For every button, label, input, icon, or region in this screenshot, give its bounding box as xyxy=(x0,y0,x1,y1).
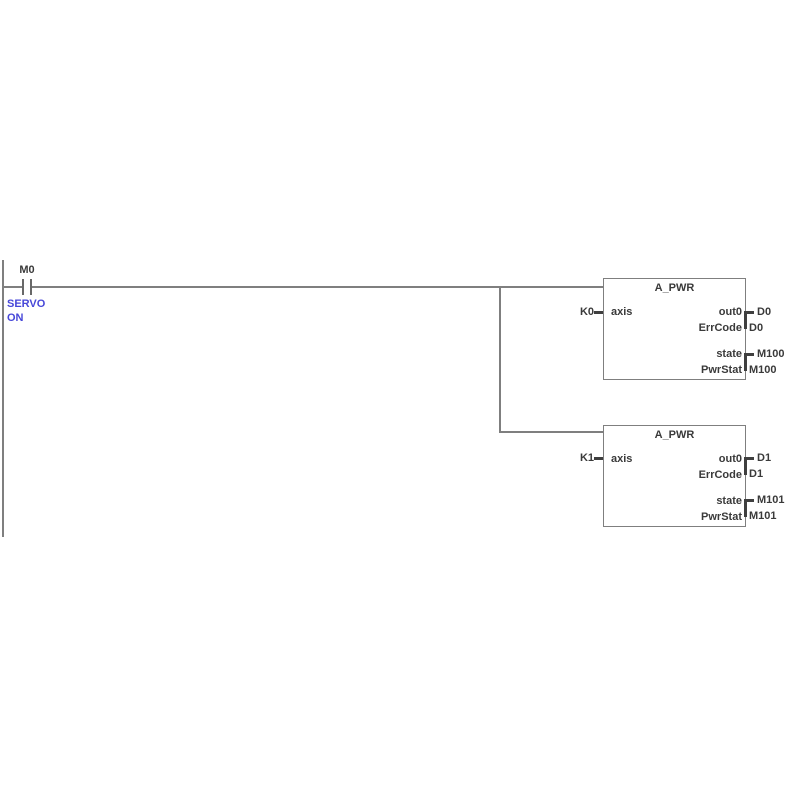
block-title: A_PWR xyxy=(654,429,695,441)
contact-bar-right xyxy=(30,279,32,295)
block-title: A_PWR xyxy=(654,282,695,294)
output-pin-tick xyxy=(745,353,754,356)
pin-label-errcode: ErrCode xyxy=(698,469,742,481)
wire-segment xyxy=(3,286,22,288)
input-operand[interactable]: K1 xyxy=(579,452,594,464)
contact-comment-line2[interactable]: ON xyxy=(7,312,24,324)
contact-bar-left xyxy=(22,279,24,295)
output-operand[interactable]: M101 xyxy=(757,494,785,506)
output-pin-bracket xyxy=(744,499,747,517)
branch-wire-horizontal xyxy=(499,431,603,433)
pin-label-pwrstat: PwrStat xyxy=(701,364,742,376)
function-block-a-pwr-2[interactable]: A_PWR axis out0 ErrCode state PwrStat xyxy=(603,425,746,527)
output-pin-bracket xyxy=(744,457,747,475)
input-operand[interactable]: K0 xyxy=(579,306,594,318)
output-operand[interactable]: D1 xyxy=(749,468,764,480)
function-block-a-pwr-1[interactable]: A_PWR axis out0 ErrCode state PwrStat xyxy=(603,278,746,380)
branch-wire-vertical xyxy=(499,286,501,433)
pin-label-axis: axis xyxy=(611,306,633,318)
pin-label-state: state xyxy=(716,348,742,360)
output-pin-tick xyxy=(745,311,754,314)
output-operand[interactable]: M100 xyxy=(749,364,777,376)
output-operand[interactable]: D0 xyxy=(757,306,772,318)
contact-comment-line1[interactable]: SERVO xyxy=(7,298,46,310)
output-pin-bracket xyxy=(744,353,747,371)
output-pin-tick xyxy=(745,499,754,502)
pin-label-axis: axis xyxy=(611,453,633,465)
pin-label-pwrstat: PwrStat xyxy=(701,511,742,523)
power-rail xyxy=(2,260,4,537)
wire-segment xyxy=(32,286,603,288)
pin-label-errcode: ErrCode xyxy=(698,322,742,334)
pin-label-out0: out0 xyxy=(718,453,742,465)
input-pin-tick xyxy=(594,311,603,314)
output-pin-tick xyxy=(745,457,754,460)
output-operand[interactable]: D0 xyxy=(749,322,764,334)
output-pin-bracket xyxy=(744,311,747,329)
no-contact-m0[interactable] xyxy=(16,277,38,297)
output-operand[interactable]: M101 xyxy=(749,510,777,522)
contact-operand-label[interactable]: M0 xyxy=(19,264,35,276)
input-pin-tick xyxy=(594,457,603,460)
output-operand[interactable]: D1 xyxy=(757,452,772,464)
pin-label-state: state xyxy=(716,495,742,507)
output-operand[interactable]: M100 xyxy=(757,348,785,360)
pin-label-out0: out0 xyxy=(718,306,742,318)
